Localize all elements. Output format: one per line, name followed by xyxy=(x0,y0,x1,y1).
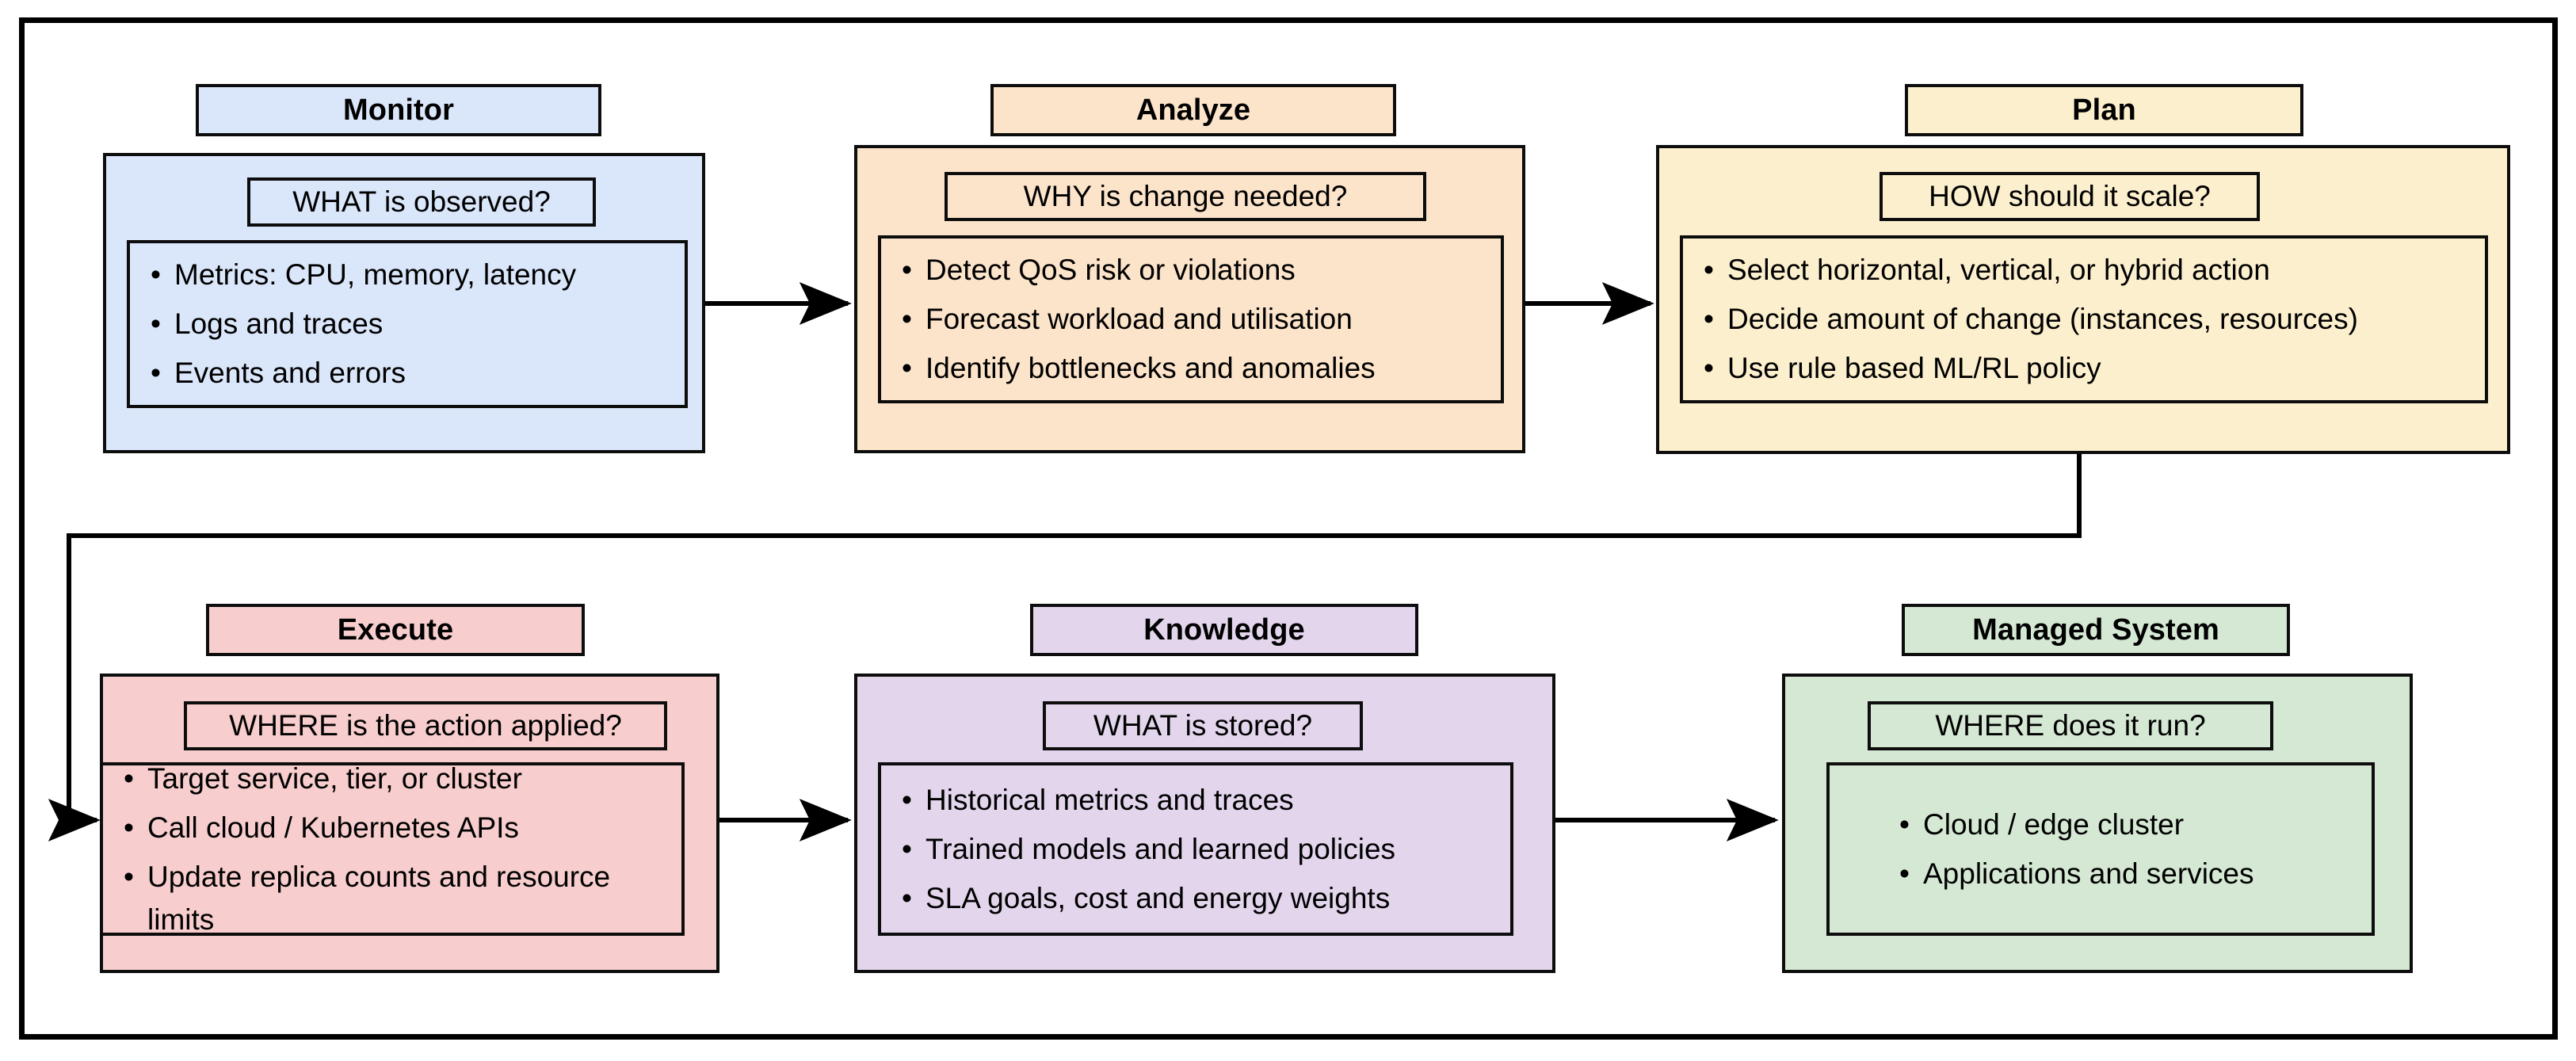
stage-header-label-monitor: Monitor xyxy=(343,93,454,127)
stage-items-analyze: Detect QoS risk or violations Forecast w… xyxy=(878,235,1504,403)
stage-body-monitor[interactable]: WHAT is observed? Metrics: CPU, memory, … xyxy=(103,153,705,453)
stage-header-plan[interactable]: Plan xyxy=(1905,84,2303,136)
stage-question-monitor: WHAT is observed? xyxy=(247,177,596,227)
list-item: Events and errors xyxy=(151,352,670,395)
stage-question-label-managed-system: WHERE does it run? xyxy=(1935,709,2206,742)
stage-header-label-knowledge: Knowledge xyxy=(1143,613,1305,647)
list-item: Target service, tier, or cluster xyxy=(124,758,667,800)
stage-items-monitor: Metrics: CPU, memory, latency Logs and t… xyxy=(127,240,688,408)
list-item: Identify bottlenecks and anomalies xyxy=(902,347,1486,390)
stage-body-plan[interactable]: HOW should it scale? Select horizontal, … xyxy=(1656,145,2510,454)
stage-question-plan: HOW should it scale? xyxy=(1880,172,2260,221)
list-item: Trained models and learned policies xyxy=(902,828,1496,871)
list-item: Forecast workload and utilisation xyxy=(902,298,1486,341)
list-item: Logs and traces xyxy=(151,303,670,345)
stage-items-execute: Target service, tier, or cluster Call cl… xyxy=(100,758,685,936)
stage-items-knowledge: Historical metrics and traces Trained mo… xyxy=(878,762,1513,936)
list-item: Call cloud / Kubernetes APIs xyxy=(124,807,667,849)
list-item: Decide amount of change (instances, reso… xyxy=(1704,298,2471,341)
stage-body-managed-system[interactable]: WHERE does it run? Cloud / edge cluster … xyxy=(1782,674,2413,973)
stage-header-analyze[interactable]: Analyze xyxy=(990,84,1396,136)
stage-items-plan: Select horizontal, vertical, or hybrid a… xyxy=(1680,235,2488,403)
list-item: SLA goals, cost and energy weights xyxy=(902,877,1496,920)
connector-plan-to-execute xyxy=(48,454,2082,842)
stage-question-analyze: WHY is change needed? xyxy=(945,172,1426,221)
list-item: Select horizontal, vertical, or hybrid a… xyxy=(1704,249,2471,292)
stage-body-analyze[interactable]: WHY is change needed? Detect QoS risk or… xyxy=(854,145,1525,453)
list-item: Cloud / edge cluster xyxy=(1899,803,2357,846)
list-item: Applications and services xyxy=(1899,853,2357,895)
list-item: Detect QoS risk or violations xyxy=(902,249,1486,292)
stage-header-label-plan: Plan xyxy=(2072,93,2136,127)
stage-header-monitor[interactable]: Monitor xyxy=(196,84,601,136)
stage-header-execute[interactable]: Execute xyxy=(206,604,585,656)
list-item: Metrics: CPU, memory, latency xyxy=(151,254,670,296)
stage-question-label-analyze: WHY is change needed? xyxy=(1023,180,1348,212)
stage-question-label-execute: WHERE is the action applied? xyxy=(229,709,622,742)
stage-body-knowledge[interactable]: WHAT is stored? Historical metrics and t… xyxy=(854,674,1555,973)
stage-header-knowledge[interactable]: Knowledge xyxy=(1030,604,1418,656)
stage-question-label-knowledge: WHAT is stored? xyxy=(1093,709,1313,742)
stage-header-label-execute: Execute xyxy=(337,613,454,647)
list-item: Use rule based ML/RL policy xyxy=(1704,347,2471,390)
stage-question-label-monitor: WHAT is observed? xyxy=(292,185,551,218)
stage-question-knowledge: WHAT is stored? xyxy=(1043,701,1363,750)
stage-question-managed-system: WHERE does it run? xyxy=(1868,701,2273,750)
list-item: Update replica counts and resource limit… xyxy=(124,856,667,941)
stage-question-execute: WHERE is the action applied? xyxy=(184,701,667,750)
stage-header-label-analyze: Analyze xyxy=(1135,93,1251,127)
stage-body-execute[interactable]: WHERE is the action applied? Target serv… xyxy=(100,674,719,973)
diagram-outer-border xyxy=(19,17,2558,1040)
stage-header-label-managed-system: Managed System xyxy=(1972,613,2219,647)
stage-header-managed-system[interactable]: Managed System xyxy=(1902,604,2290,656)
list-item: Historical metrics and traces xyxy=(902,779,1496,822)
stage-items-managed-system: Cloud / edge cluster Applications and se… xyxy=(1826,762,2375,936)
stage-question-label-plan: HOW should it scale? xyxy=(1929,180,2211,212)
